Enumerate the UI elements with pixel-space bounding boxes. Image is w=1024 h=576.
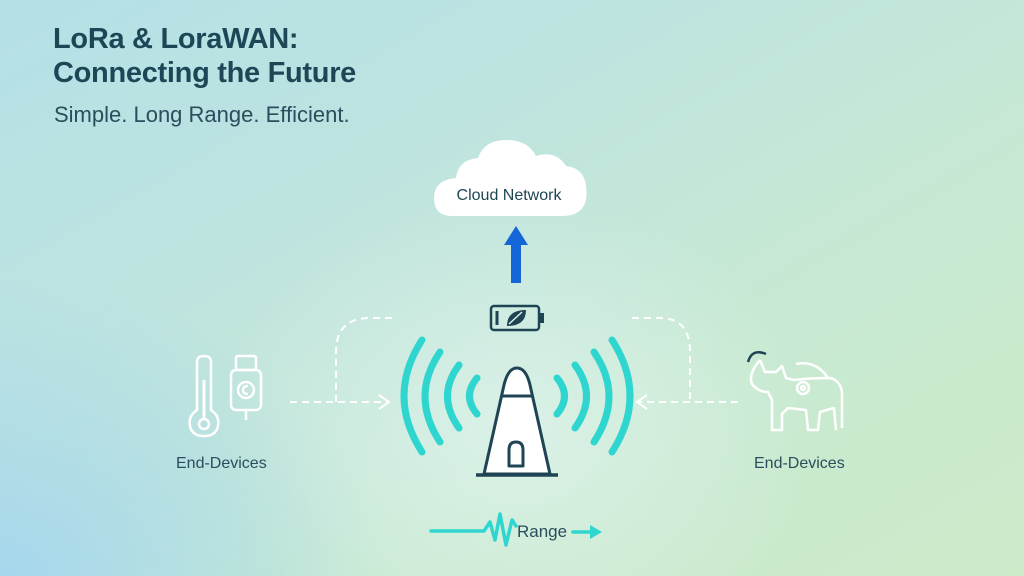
cow-tracker-icon [749,359,844,432]
range-label: Range [517,522,568,541]
signal-wave-arrow-icon [429,512,596,547]
range-arrowhead-icon [590,525,602,539]
arrow-up-icon [504,226,528,283]
signal-waves-right-icon [553,336,634,456]
title-line-1: LoRa & LoraWAN: [53,23,299,55]
right-connector-arrow [632,317,738,403]
signal-waves-left-icon [400,336,481,456]
tracker-signal-icon [746,351,767,363]
cloud-network-label: Cloud Network [456,187,562,204]
page-title: LoRa & LoraWAN: Connecting the Future [53,22,356,90]
battery-leaf-icon [489,304,544,332]
sensor-device-icon [229,354,263,420]
arrow-left-icon [635,394,648,410]
left-connector-arrow [290,317,392,403]
page-subtitle: Simple. Long Range. Efficient. [54,102,350,127]
end-devices-right-label: End-Devices [754,455,845,472]
thermometer-icon [188,354,220,438]
cloud-icon [434,140,587,216]
title-line-2: Connecting the Future [53,57,357,89]
arrow-right-icon [378,394,391,410]
gateway-tower-icon [476,366,558,477]
end-devices-left-label: End-Devices [176,455,267,472]
